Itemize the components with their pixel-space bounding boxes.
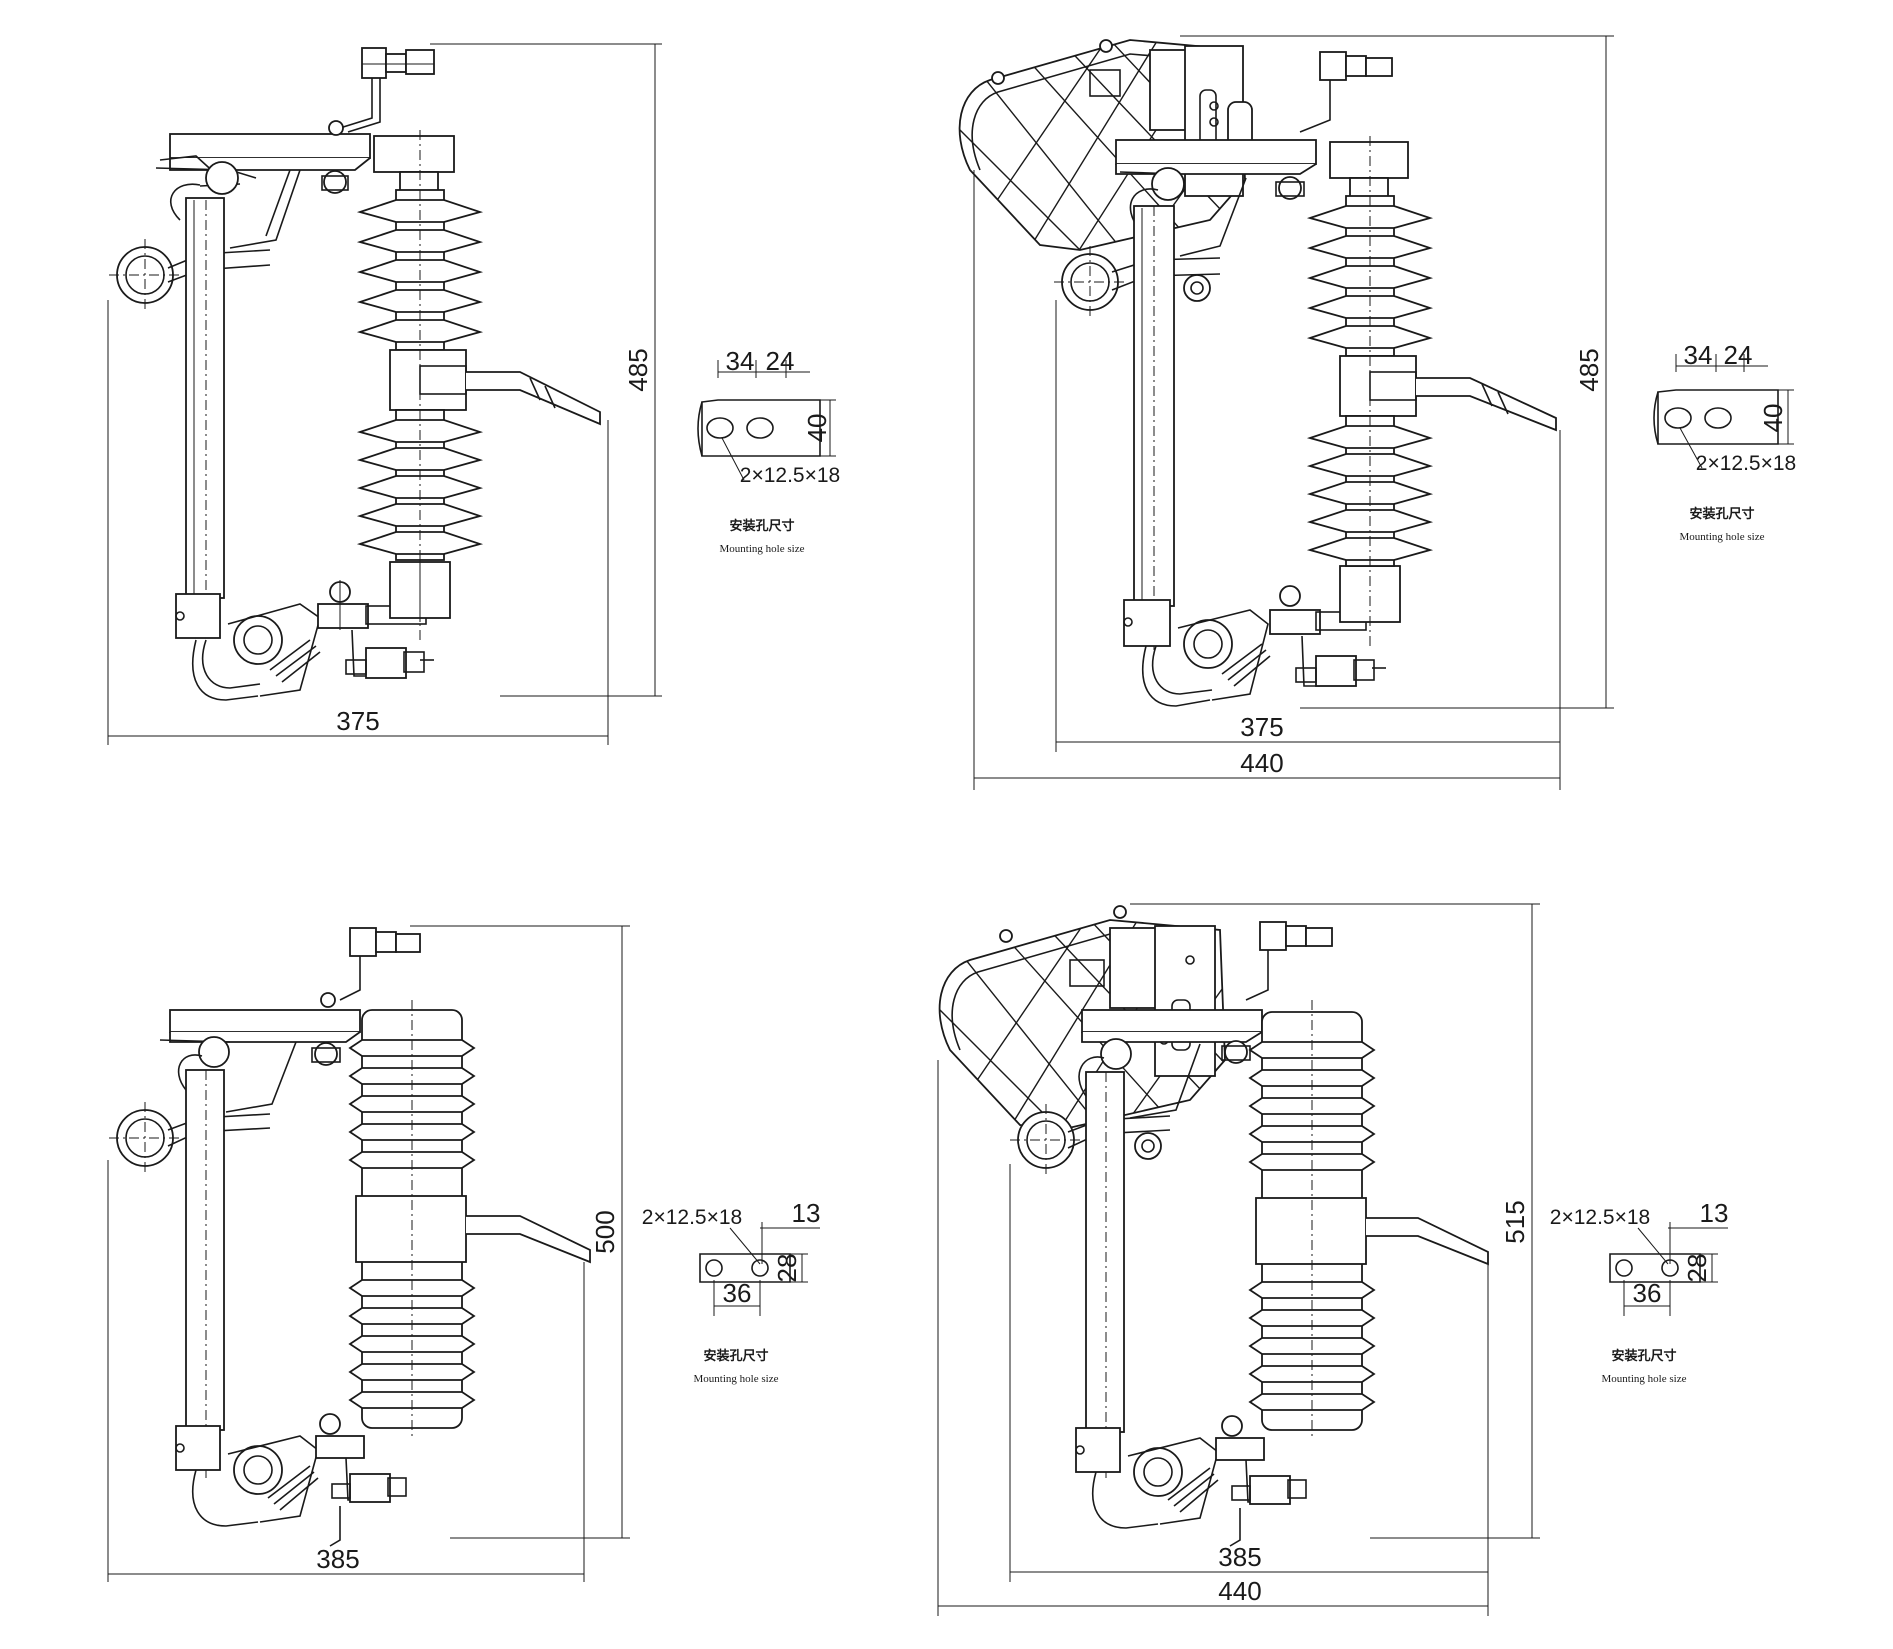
hole-offset: 13 <box>1700 1198 1729 1228</box>
spacing-a: 34 <box>726 346 755 376</box>
spacing-b: 24 <box>766 346 795 376</box>
fuse-cutout-upper-right <box>958 39 1557 707</box>
fuse-cutout-lower-right <box>938 905 1489 1547</box>
dimensions-upper-left: 485 375 <box>107 43 662 745</box>
hole-height: 28 <box>1682 1254 1712 1283</box>
height-label: 485 <box>1574 348 1604 391</box>
caption-cn: 安装孔尺寸 <box>1611 1348 1676 1364</box>
caption-en: Mounting hole size <box>1680 531 1765 543</box>
hole-spacing: 36 <box>1633 1278 1662 1308</box>
width-label: 375 <box>336 706 379 736</box>
caption-en: Mounting hole size <box>694 1373 779 1385</box>
mounting-hole-upper-right: 34 24 40 2×12.5×18 安装孔尺寸 Mounting hole s… <box>1653 340 1796 543</box>
caption-en: Mounting hole size <box>720 543 805 555</box>
hole-spec: 2×12.5×18 <box>1550 1206 1650 1229</box>
overall-width-label: 440 <box>1218 1576 1261 1606</box>
height-label: 500 <box>590 1210 620 1253</box>
spacing-a: 34 <box>1684 340 1713 370</box>
caption-cn: 安装孔尺寸 <box>729 518 794 534</box>
spacing-b: 24 <box>1724 340 1753 370</box>
fuse-cutout-lower-left <box>108 927 591 1547</box>
hole-spec: 2×12.5×18 <box>1696 452 1796 475</box>
hole-spec: 2×12.5×18 <box>642 1206 742 1229</box>
width-label: 385 <box>1218 1542 1261 1572</box>
hole-height: 40 <box>802 414 832 443</box>
insulator-sheds-upper-right <box>1306 195 1434 357</box>
dimensions-upper-right: 485 375 440 <box>973 35 1614 790</box>
mounting-hole-upper-left: 34 24 40 2×12.5×18 安装孔尺寸 Mounting hole s… <box>697 346 840 555</box>
height-label: 485 <box>623 348 653 391</box>
width-label: 385 <box>316 1544 359 1574</box>
height-label: 515 <box>1500 1200 1530 1243</box>
hole-spacing: 36 <box>723 1278 752 1308</box>
mounting-hole-lower-left: 2×12.5×18 13 28 36 安装孔尺寸 Mounting hole s… <box>642 1198 821 1385</box>
hole-spec: 2×12.5×18 <box>740 464 840 487</box>
width-label: 375 <box>1240 712 1283 742</box>
fuse-cutout-upper-left <box>108 47 601 701</box>
hole-offset: 13 <box>792 1198 821 1228</box>
caption-en: Mounting hole size <box>1602 1373 1687 1385</box>
hole-height: 28 <box>772 1254 802 1283</box>
dimensions-lower-right: 515 385 440 <box>937 903 1540 1616</box>
mounting-hole-lower-right: 2×12.5×18 13 28 36 安装孔尺寸 Mounting hole s… <box>1550 1198 1729 1385</box>
overall-width-label: 440 <box>1240 748 1283 778</box>
caption-cn: 安装孔尺寸 <box>1689 506 1754 522</box>
hole-height: 40 <box>1758 404 1788 433</box>
dimensions-lower-left: 500 385 <box>107 925 630 1582</box>
caption-cn: 安装孔尺寸 <box>703 1348 768 1364</box>
